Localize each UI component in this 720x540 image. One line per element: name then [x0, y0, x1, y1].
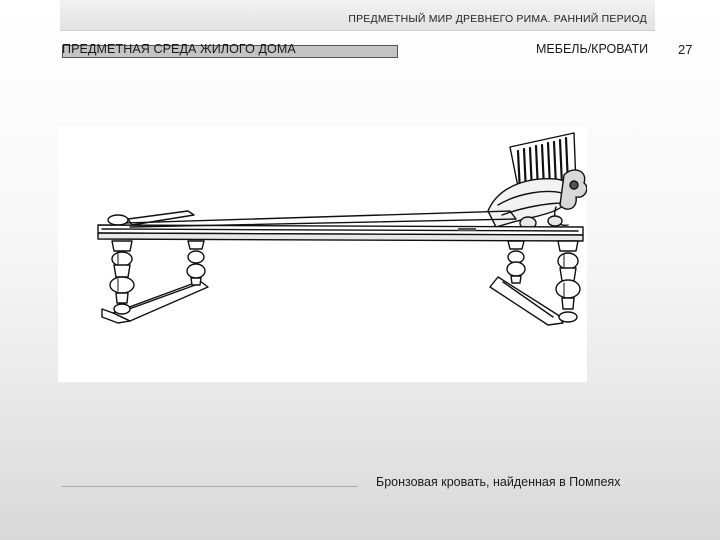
- header-band: ПРЕДМЕТНЫЙ МИР ДРЕВНЕГО РИМА. РАННИЙ ПЕР…: [60, 0, 655, 31]
- category-label: МЕБЕЛЬ/КРОВАТИ: [536, 42, 649, 56]
- section-bar: [62, 45, 398, 58]
- caption-rule: [62, 486, 358, 487]
- section-label: ПРЕДМЕТНАЯ СРЕДА ЖИЛОГО ДОМА: [62, 42, 296, 56]
- page-number: 27: [678, 42, 693, 57]
- header-title: ПРЕДМЕТНЫЙ МИР ДРЕВНЕГО РИМА. РАННИЙ ПЕР…: [348, 13, 647, 25]
- bronze-bed-illustration: [58, 127, 587, 382]
- figure-caption: Бронзовая кровать, найденная в Помпеях: [376, 475, 621, 489]
